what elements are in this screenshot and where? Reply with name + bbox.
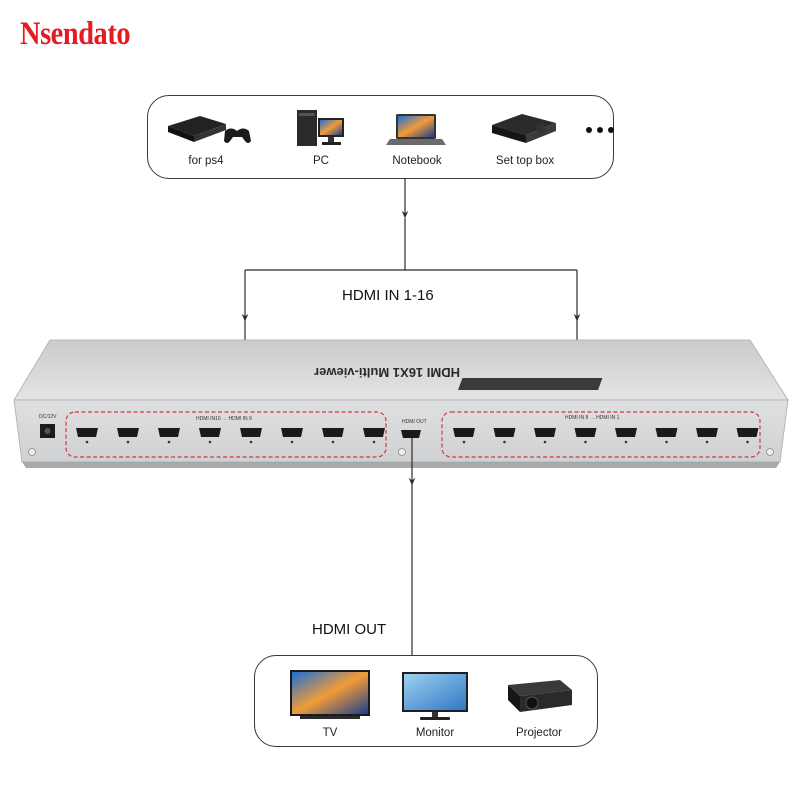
device-label-pc: PC (313, 155, 329, 167)
hdmi-input-port (453, 428, 475, 437)
port-indicator-dot (624, 440, 628, 444)
desktop-pc-icon (297, 110, 344, 146)
hdmi-output-port (401, 430, 421, 438)
hdmi-out-label: HDMI OUT (312, 621, 387, 638)
port-indicator-dot (85, 440, 89, 444)
hdmi-input-port (655, 428, 678, 437)
port-indicator-dot (208, 440, 212, 444)
hdmi-input-port (615, 428, 637, 437)
port-indicator-dot (249, 440, 253, 444)
input-group-9-16-outline (65, 411, 387, 458)
hdmi-in-label: HDMI IN 1-16 (342, 287, 434, 304)
hdmi-input-port (158, 428, 180, 437)
power-label: DC/12V (39, 414, 57, 420)
input-group-1-8-outline (441, 411, 761, 458)
hdmi-input-port (281, 428, 303, 437)
port-indicator-dot (462, 440, 466, 444)
hdmi-input-port (696, 428, 718, 437)
port-indicator-dot (372, 440, 376, 444)
group-left-label: HDMI IN16 → HDMI IN 9 (196, 416, 252, 422)
hdmi-input-port (736, 428, 759, 437)
group-right-label: HDMI IN 8 → HDMI IN 1 (565, 415, 620, 421)
multiviewer-device: HDMI 16X1 Multi-viewer (13, 339, 789, 468)
port-indicator-dot (665, 440, 668, 444)
ps4-console-icon (168, 116, 251, 143)
hdmi-logo-icon (458, 378, 603, 390)
hdmi-input-port (240, 428, 262, 437)
brand-logo: Nsendato (20, 16, 131, 52)
power-jack (40, 424, 55, 438)
device-label-projector: Projector (515, 727, 563, 739)
projector-icon (508, 680, 572, 712)
device-top-engraving: HDMI 16X1 Multi-viewer (314, 365, 460, 380)
monitor-icon (402, 672, 468, 720)
port-indicator-dot (503, 440, 506, 444)
hdmi-input-port (199, 428, 221, 437)
tv-icon (290, 670, 370, 719)
hdmi-input-port (76, 428, 98, 437)
port-indicator-dot (746, 440, 749, 444)
out-port-label: HDMI OUT (402, 419, 427, 425)
input-ports-9-16 (76, 428, 385, 444)
input-ports-1-8 (453, 428, 759, 444)
hdmi-input-port (322, 428, 344, 437)
hdmi-input-port (363, 428, 385, 437)
port-indicator-dot (331, 440, 335, 444)
port-indicator-dot (705, 440, 709, 444)
port-indicator-dot (167, 440, 171, 444)
hdmi-input-port (493, 428, 516, 437)
port-indicator-dot (126, 440, 130, 444)
device-label-set-top-box: Set top box (495, 155, 555, 167)
hdmi-input-port (534, 428, 556, 437)
port-indicator-dot (584, 440, 587, 444)
hdmi-input-port (574, 428, 597, 437)
device-label-ps4: for ps4 (188, 155, 224, 167)
more-devices-icon (586, 127, 614, 133)
port-indicator-dot (543, 440, 547, 444)
laptop-icon (386, 114, 446, 145)
device-label-tv: TV (322, 727, 338, 739)
hdmi-input-port (117, 428, 139, 437)
set-top-box-icon (492, 114, 556, 143)
port-indicator-dot (290, 440, 294, 444)
device-label-monitor: Monitor (415, 727, 455, 739)
device-label-notebook: Notebook (392, 155, 442, 167)
